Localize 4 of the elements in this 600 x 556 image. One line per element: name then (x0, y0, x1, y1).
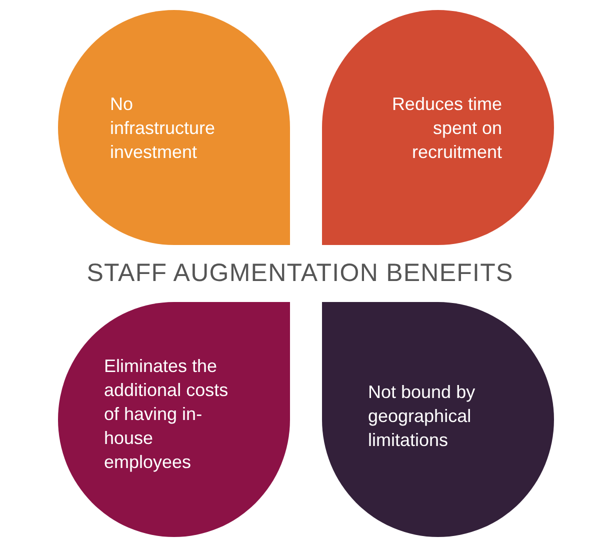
benefit-text: Not bound by geographical limitations (368, 381, 476, 452)
benefit-text: No infrastructure investment (110, 93, 216, 164)
benefit-text: Reduces time spent on recruitment (390, 93, 502, 164)
benefit-text: Eliminates the additional costs of having in-house employees (104, 355, 230, 474)
